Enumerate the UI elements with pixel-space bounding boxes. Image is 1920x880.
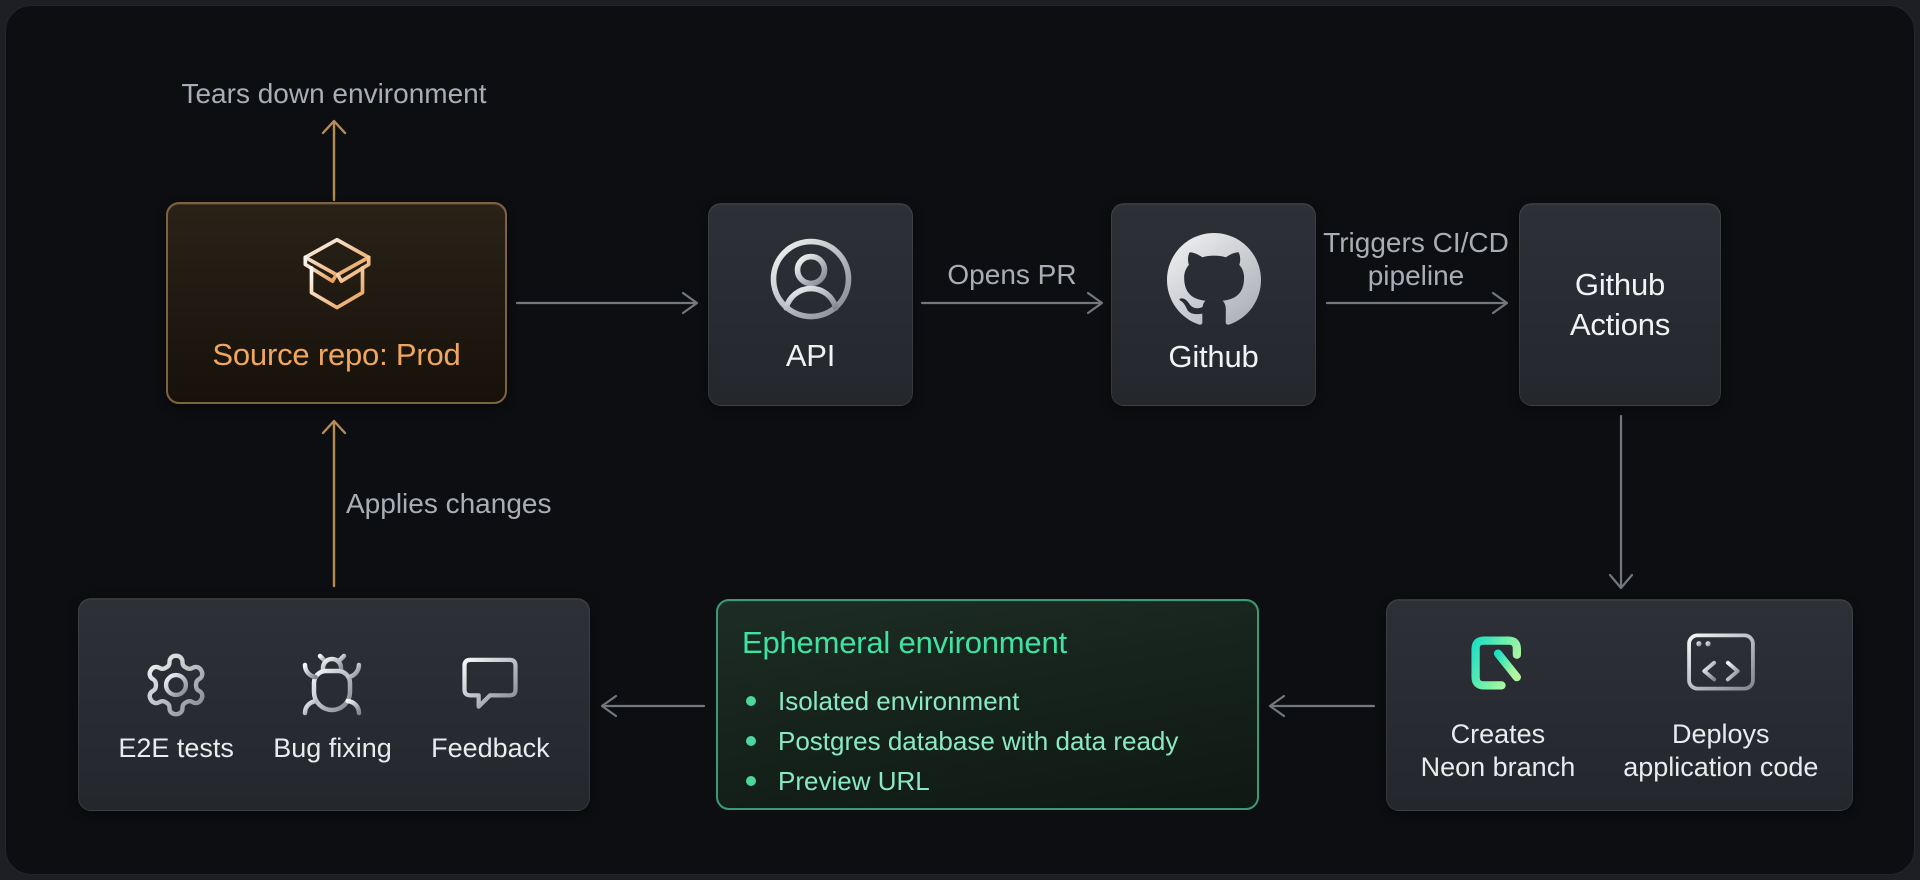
github-octocat-icon — [1166, 232, 1261, 325]
triggers-pipeline-label: Triggers CI/CD pipeline — [1323, 227, 1509, 291]
bullet-item: Isolated environment — [746, 681, 1257, 721]
deploy-item-label-line1: Deploys — [1672, 719, 1770, 749]
api-node: API — [708, 203, 913, 406]
arrow-ephemeral-to-qa — [600, 694, 706, 718]
bullet-dot — [746, 776, 756, 786]
deploy-item-label-line1: Creates — [1450, 719, 1546, 749]
neon-logo-icon — [1471, 636, 1521, 690]
opens-pr-label: Opens PR — [947, 259, 1077, 290]
qa-item-bugfix: Bug fixing — [273, 650, 392, 765]
user-circle-icon — [770, 238, 851, 319]
arrow-api-to-github — [920, 291, 1104, 315]
qa-item-label: Bug fixing — [273, 733, 392, 763]
arrow-neon-to-ephemeral — [1268, 694, 1376, 718]
source-repo-node: Source repo: Prod — [166, 202, 507, 404]
diagram-canvas: Tears down environment Applies changes O… — [5, 5, 1915, 875]
github-actions-title-line1: Github — [1574, 266, 1666, 302]
github-actions-node: Github Actions — [1519, 203, 1721, 406]
open-package-icon — [302, 237, 371, 310]
arrow-github-to-actions — [1325, 291, 1509, 315]
arrow-actions-down — [1608, 414, 1634, 590]
bullet-dot — [746, 696, 756, 706]
deploy-item-neon-branch: Creates Neon branch — [1420, 630, 1576, 784]
bug-icon — [300, 653, 365, 716]
ephemeral-bullet-list: Isolated environment Postgres database w… — [746, 681, 1257, 801]
qa-item-feedback: Feedback — [431, 650, 550, 765]
arrow-up-applies-changes — [321, 419, 347, 588]
deploy-item-app-code: Deploys application code — [1623, 630, 1818, 784]
api-title: API — [785, 337, 836, 373]
deploy-item-label-line2: application code — [1623, 752, 1819, 782]
browser-code-icon — [1686, 633, 1755, 691]
ephemeral-title: Ephemeral environment — [742, 625, 1067, 660]
gear-icon — [147, 653, 205, 717]
github-actions-title-line2: Actions — [1569, 306, 1671, 342]
ephemeral-environment-node: Ephemeral environment Isolated environme… — [716, 599, 1259, 810]
arrow-up-teardown — [321, 119, 347, 202]
arrow-source-to-api — [515, 291, 699, 315]
qa-item-label: E2E tests — [118, 733, 234, 763]
github-node: Github — [1111, 203, 1316, 406]
speech-bubble-icon — [462, 657, 518, 709]
bullet-item: Preview URL — [746, 761, 1257, 801]
deploy-item-label-line2: Neon branch — [1420, 752, 1576, 782]
tears-down-label: Tears down environment — [181, 78, 487, 109]
deploy-node: Creates Neon branch Deploys applicati — [1386, 599, 1853, 811]
applies-changes-label: Applies changes — [346, 488, 552, 519]
bullet-item: Postgres database with data ready — [746, 721, 1257, 761]
qa-node: E2E tests Bug fixing — [78, 598, 590, 811]
qa-item-e2e: E2E tests — [118, 650, 234, 765]
source-repo-title: Source repo: Prod — [212, 337, 461, 372]
qa-item-label: Feedback — [431, 733, 550, 763]
bullet-dot — [746, 736, 756, 746]
github-title: Github — [1168, 338, 1259, 374]
